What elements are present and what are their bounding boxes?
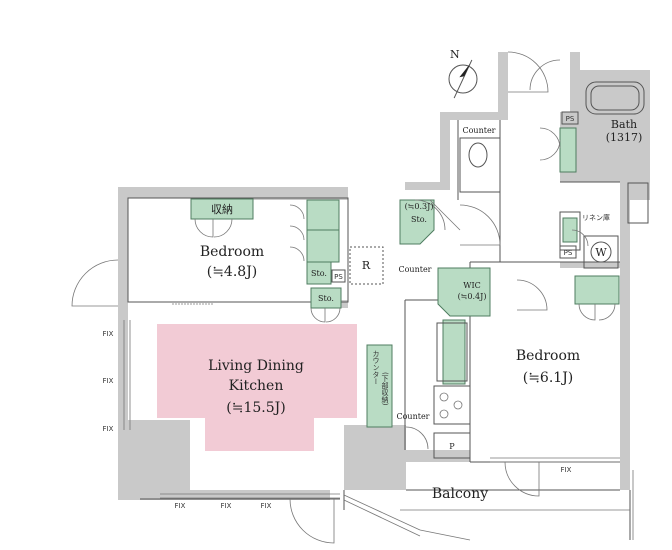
bedroom-east-size: (≒6.1J) xyxy=(523,370,574,386)
windows xyxy=(123,303,634,541)
counter-label-hall: Counter xyxy=(398,265,431,274)
sto-area-label: (≒0.3J) xyxy=(405,202,434,211)
bath-size: (1317) xyxy=(606,131,643,144)
ldk-name-line1: Living Dining xyxy=(208,358,304,374)
w-label: W xyxy=(595,246,607,259)
p-label: P xyxy=(449,442,455,451)
ldk-name-line2: Kitchen xyxy=(229,378,284,394)
north-arrow-icon xyxy=(448,59,478,99)
ps-label-east: PS xyxy=(564,249,573,257)
fix-label-7: FIX xyxy=(561,466,572,474)
ps-box-bath xyxy=(561,111,579,125)
ldk-size: (≒15.5J) xyxy=(226,400,285,416)
balcony-name: Balcony xyxy=(432,486,488,502)
wic-area-label: (≒0.4J) xyxy=(458,292,487,301)
fix-label-4: FIX xyxy=(175,502,186,510)
ldk-area xyxy=(157,324,357,451)
sto-label-2: Sto. xyxy=(318,294,334,303)
bedroom-east-name: Bedroom xyxy=(516,348,580,364)
storage-blocks xyxy=(190,127,620,428)
doors xyxy=(71,51,616,544)
ps-box-east xyxy=(559,245,577,259)
bedroom-west-size: (≒4.8J) xyxy=(207,264,258,280)
north-label: N xyxy=(450,48,460,61)
wic-label: WIC xyxy=(463,281,481,290)
fix-label-3: FIX xyxy=(103,425,114,433)
ps-label-bath: PS xyxy=(566,115,575,123)
sto-label-3: Sto. xyxy=(411,215,427,224)
ps-box-west xyxy=(331,269,346,283)
r-label: R xyxy=(362,259,371,272)
sto-label-1: Sto. xyxy=(311,269,327,278)
fixtures xyxy=(349,81,649,459)
shuno-label: 収納 xyxy=(211,203,233,216)
counter-label-kitchen: Counter xyxy=(396,412,429,421)
fix-label-2: FIX xyxy=(103,377,114,385)
fix-label-6: FIX xyxy=(261,502,272,510)
kitchen-counter-label: カウンター xyxy=(372,350,380,385)
kitchen-counter-sub-label: (下部収納) xyxy=(381,372,389,406)
bedroom-west-name: Bedroom xyxy=(200,244,264,260)
fix-label-5: FIX xyxy=(221,502,232,510)
bath-name: Bath xyxy=(611,118,637,131)
counter-label-toilet: Counter xyxy=(462,126,495,135)
fix-label-1: FIX xyxy=(103,330,114,338)
linen-label: リネン庫 xyxy=(582,213,610,222)
ps-label-west: PS xyxy=(334,273,343,281)
